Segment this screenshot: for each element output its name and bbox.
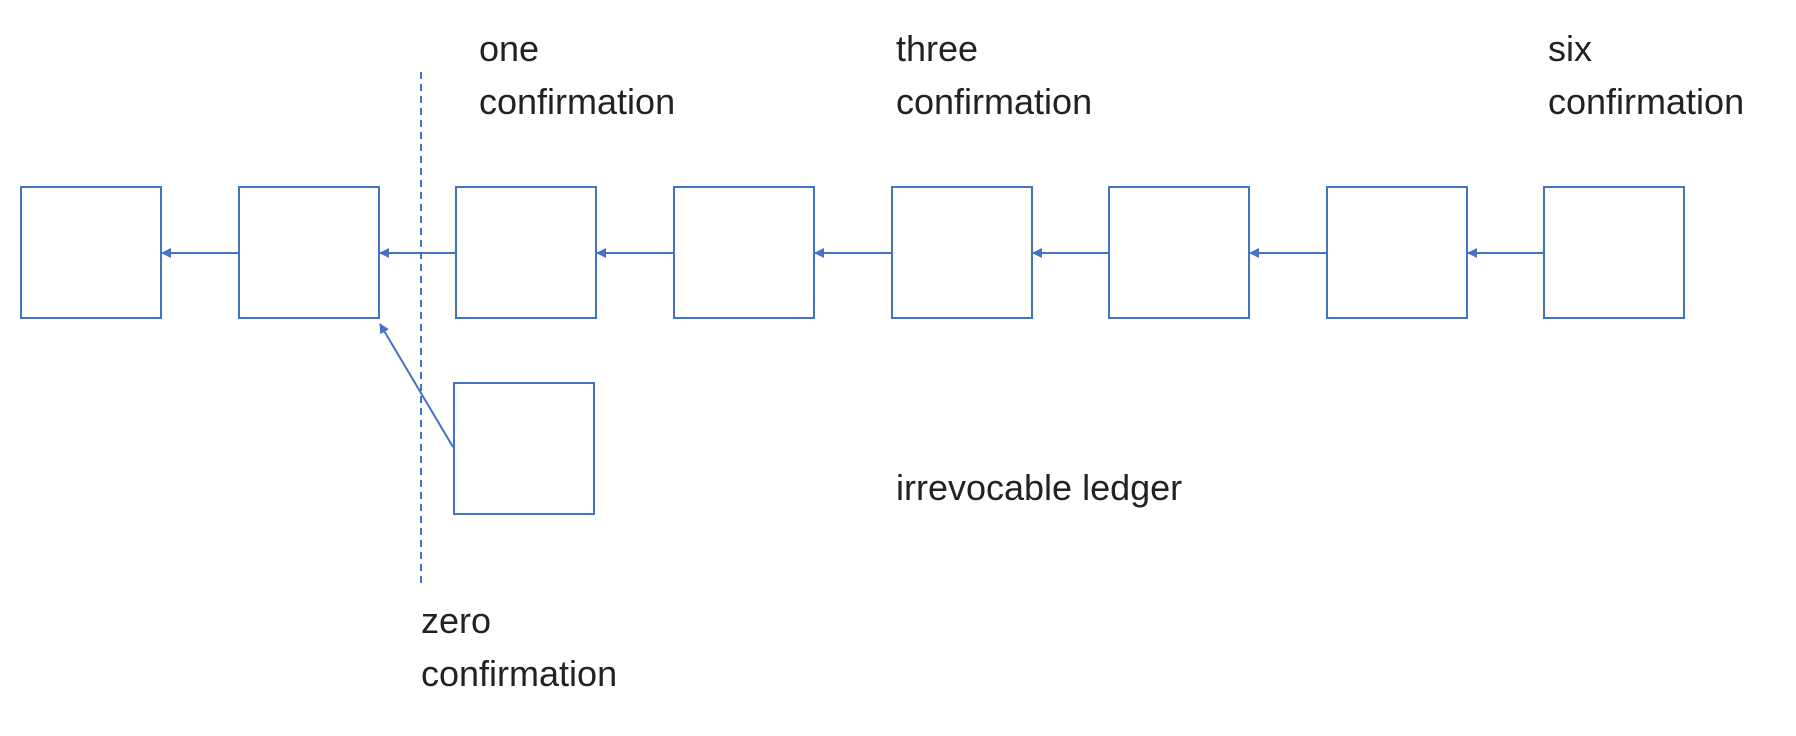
one-confirmation-line1: one [479, 28, 540, 69]
zero-confirmation-line1: zero [421, 600, 492, 641]
zero-confirmation-line2: confirmation [421, 653, 618, 694]
three-confirmation-line1: three [896, 28, 979, 69]
chain-block-4 [673, 186, 815, 319]
six-confirmation-label: six confirmation [1548, 22, 1744, 128]
chain-block-7 [1326, 186, 1468, 319]
three-confirmation-line2: confirmation [896, 81, 1093, 122]
zero-confirmation-label: zero confirmation [421, 594, 617, 700]
fork-link [379, 323, 454, 448]
three-confirmation-label: three confirmation [896, 22, 1092, 128]
fork-block [453, 382, 595, 515]
chain-block-2 [238, 186, 380, 319]
irrevocable-ledger-text: irrevocable ledger [896, 467, 1183, 508]
chain-block-6 [1108, 186, 1250, 319]
chain-block-5 [891, 186, 1033, 319]
one-confirmation-label: one confirmation [479, 22, 675, 128]
chain-block-1 [20, 186, 162, 319]
six-confirmation-line2: confirmation [1548, 81, 1745, 122]
one-confirmation-line2: confirmation [479, 81, 676, 122]
six-confirmation-line1: six [1548, 28, 1592, 69]
chain-block-8 [1543, 186, 1685, 319]
chain-block-3 [455, 186, 597, 319]
irrevocable-ledger-label: irrevocable ledger [896, 461, 1182, 514]
